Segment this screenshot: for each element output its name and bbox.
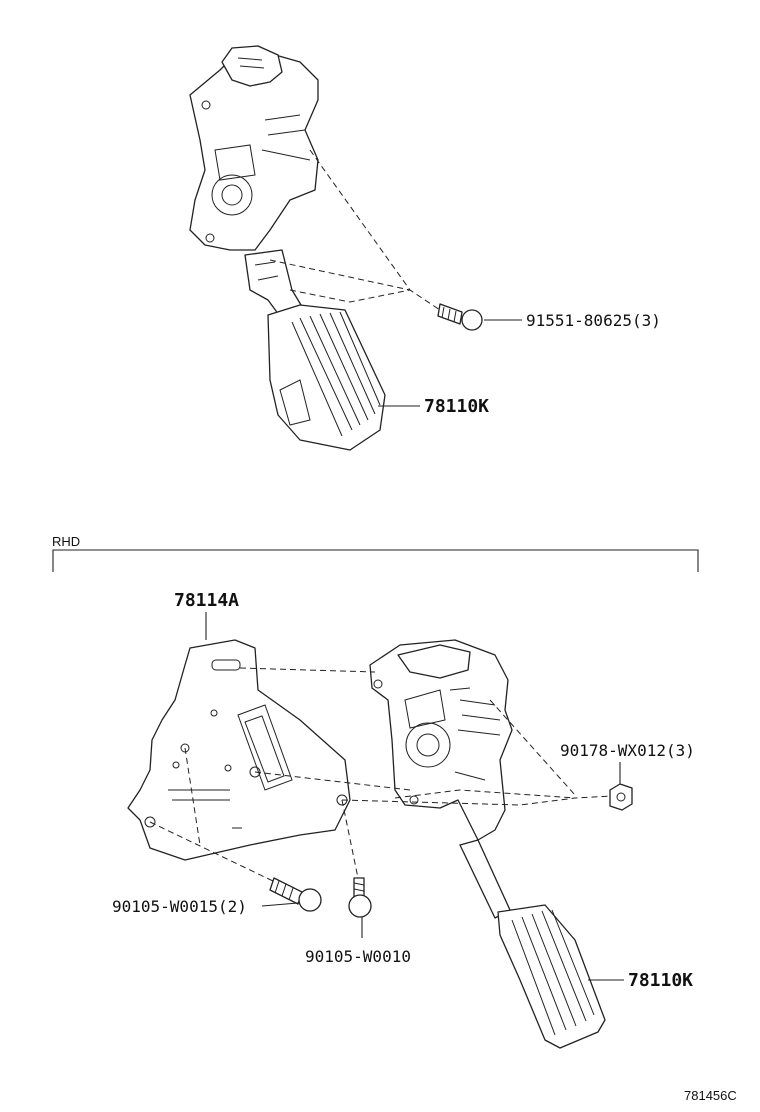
rhd-bolt-a-part-number: 90105-W0015(2)	[112, 897, 247, 916]
rhd-nut-icon	[609, 783, 633, 811]
top-bolt-icon	[437, 303, 483, 331]
rhd-bracket-part-number: 78114A	[174, 590, 239, 611]
rhd-nut-part-number: 90178-WX012(3)	[560, 741, 695, 760]
top-bolt-part-number: 91551-80625(3)	[526, 311, 661, 330]
rhd-bolt-b-icon	[348, 877, 372, 918]
figure-code: 781456C	[684, 1088, 737, 1103]
rhd-bracket-plate	[127, 639, 351, 861]
rhd-pedal-assembly	[369, 639, 606, 1049]
top-pedal-assembly	[189, 45, 483, 451]
rhd-bolt-b-part-number: 90105-W0010	[305, 947, 411, 966]
rhd-pedal-part-number: 78110K	[628, 970, 693, 991]
rhd-section-label: RHD	[52, 534, 80, 549]
rhd-section-bracket	[52, 549, 699, 572]
top-pedal-part-number: 78110K	[424, 396, 489, 417]
rhd-bolt-a-icon	[269, 877, 322, 912]
